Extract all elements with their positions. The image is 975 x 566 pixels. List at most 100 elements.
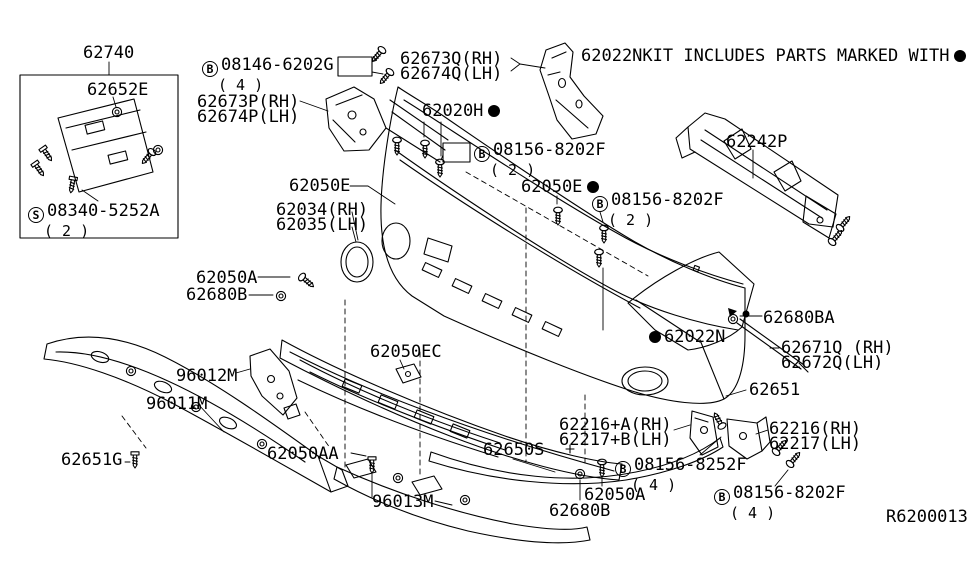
part-number: 62672Q(LH) xyxy=(781,353,884,373)
bracket-96012M-drawing xyxy=(235,348,301,420)
clip-62050EC-drawing xyxy=(395,359,422,384)
part-62050A-left: 62050A xyxy=(196,268,258,288)
bottom-fasteners xyxy=(574,458,607,501)
part-number: 62650S xyxy=(483,440,545,460)
part-number: 08340-5252A xyxy=(47,201,160,221)
part-62650S: 62650S xyxy=(483,440,545,460)
part-62035-LH: 62035(LH) xyxy=(276,215,369,235)
part-62216A-RH: 62216+A(RH) xyxy=(559,415,672,435)
crossmember-62242P-drawing xyxy=(675,112,854,248)
upper-fasteners xyxy=(392,121,609,331)
part-number: 62651G xyxy=(61,450,123,470)
part-number: 62020H xyxy=(422,101,484,121)
part-number: 62216+A(RH) xyxy=(559,415,672,435)
part-number: 08156-8202F xyxy=(611,190,724,210)
part-62680BA: 62680BA xyxy=(763,308,835,328)
part-number: 62673Q(RH) xyxy=(400,49,503,69)
part-number: 62217+B(LH) xyxy=(559,430,672,450)
part-number: 08146-6202G xyxy=(221,55,334,75)
part-62673P-RH: 62673P(RH) xyxy=(197,93,299,111)
part-number: 08156-8202F xyxy=(733,483,846,503)
part-62651G: 62651G xyxy=(61,450,123,470)
support-rod-drawing xyxy=(727,310,809,373)
part-62674P-LH: 62674P(LH) xyxy=(197,107,300,127)
part-62652E: 62652E xyxy=(87,81,148,99)
part-number: 62022NKIT INCLUDES PARTS MARKED WITH xyxy=(581,46,950,66)
kit-marker-dot xyxy=(954,50,967,62)
part-number: R6200013 xyxy=(886,507,968,527)
part-number: 62050EC xyxy=(370,342,442,362)
part-62680B-left: 62680B xyxy=(186,286,247,304)
alignment-dashed-lines xyxy=(121,171,649,479)
part-number: 62674Q(LH) xyxy=(400,64,503,84)
part-96012M: 96012M xyxy=(176,366,238,386)
prefix-circle: B xyxy=(592,196,608,212)
quantity: ( 4 ) xyxy=(218,76,264,94)
part-number: 62050E xyxy=(521,177,583,197)
part-number: 96011M xyxy=(146,394,208,414)
part-number: 62050A xyxy=(196,268,258,288)
part-number: 62034(RH) xyxy=(276,200,369,220)
part-96011M: 96011M xyxy=(146,394,208,414)
kit-marker-dot xyxy=(488,105,501,117)
part-62216-RH: 62216(RH) xyxy=(769,419,862,439)
part-62022N: 62022N xyxy=(649,327,726,347)
side-brackets-drawing xyxy=(673,410,804,487)
part-number: 62216(RH) xyxy=(769,419,862,439)
quantity: ( 4 ) xyxy=(631,476,677,494)
part-62050A-lower: 62050A xyxy=(584,485,646,505)
part-number: 08156-8202F xyxy=(493,140,606,160)
deflector-drawing xyxy=(333,458,591,544)
prefix-circle: B xyxy=(714,489,730,505)
part-62217-LH: 62217(LH) xyxy=(769,434,862,454)
stay-62673Q-drawing xyxy=(510,42,604,140)
part-number: 62242P xyxy=(726,132,788,152)
part-62217B-LH: 62217+B(LH) xyxy=(559,430,672,450)
part-62672Q-LH: 62672Q(LH) xyxy=(781,353,884,373)
part-number: 62050AA xyxy=(267,444,339,464)
fog-ring-drawing xyxy=(340,185,396,283)
part-number: 96013M xyxy=(372,492,434,512)
prefix-circle: B xyxy=(202,61,218,77)
part-number: 62680B xyxy=(549,501,611,521)
kit-marker-dot xyxy=(649,331,661,343)
stay-62673P-drawing xyxy=(299,44,396,152)
part-number: 08156-8252F xyxy=(634,455,747,475)
part-96013M: 96013M xyxy=(372,492,434,512)
midleft-fasteners xyxy=(248,271,317,302)
quantity: ( 2 ) xyxy=(490,161,536,179)
part-62673Q-RH: 62673Q(RH) xyxy=(400,49,503,69)
part-number: 62050E xyxy=(289,176,351,196)
part-62050EC: 62050EC xyxy=(370,342,442,362)
part-number: 62050A xyxy=(584,485,646,505)
part-number: 62035(LH) xyxy=(276,215,369,235)
part-62740: 62740 xyxy=(83,43,135,63)
quantity: ( 4 ) xyxy=(730,504,776,522)
prefix-circle: B xyxy=(474,146,490,162)
kit-note: 62022NKIT INCLUDES PARTS MARKED WITH xyxy=(581,46,967,66)
part-number: 62217(LH) xyxy=(769,434,862,454)
part-number: 96012M xyxy=(176,366,238,386)
part-number: 62740 xyxy=(83,43,135,63)
part-62050E-right: 62050E xyxy=(521,177,600,197)
part-number: 62680BA xyxy=(763,308,835,328)
part-62671Q-RH: 62671Q (RH) xyxy=(781,338,894,358)
part-62034-RH: 62034(RH) xyxy=(276,200,369,220)
part-number: 62674P(LH) xyxy=(197,107,300,127)
part-62020H: 62020H xyxy=(422,101,501,121)
license-bracket-box-drawing xyxy=(19,61,179,239)
part-62050E-left: 62050E xyxy=(289,176,351,196)
air-spoiler-drawing xyxy=(43,336,349,493)
prefix-circle: S xyxy=(28,207,44,223)
part-62242P: 62242P xyxy=(726,132,788,152)
part-number: 62671Q (RH) xyxy=(781,338,894,358)
bumper-fascia-drawing xyxy=(380,86,747,404)
drawing-ref: R6200013 xyxy=(886,507,968,527)
kit-marker-dot xyxy=(587,181,600,193)
part-number: 62022N xyxy=(664,327,726,347)
